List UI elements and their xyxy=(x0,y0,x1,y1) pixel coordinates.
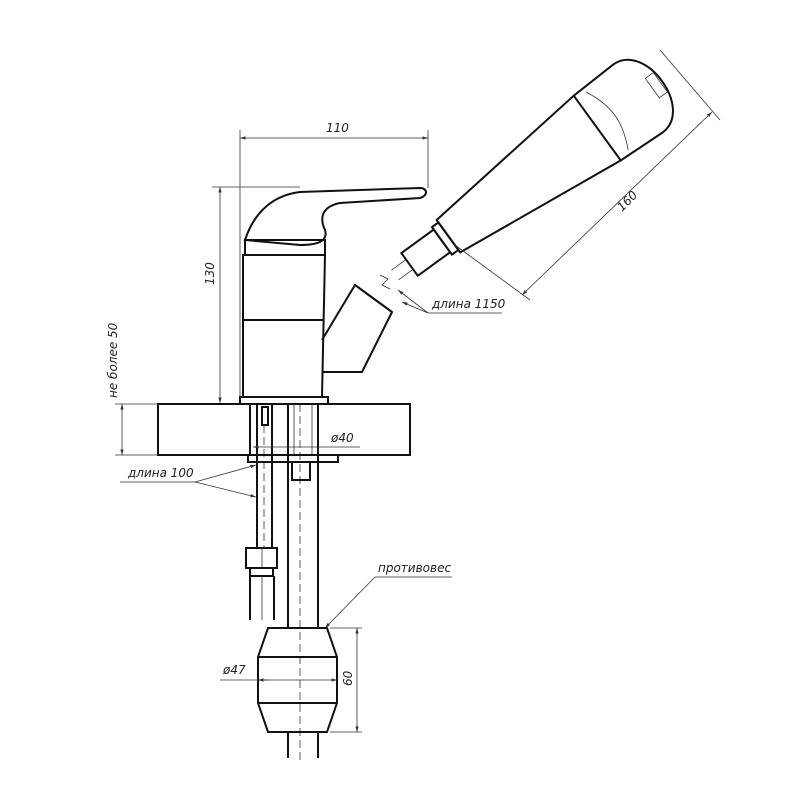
mounting-rod xyxy=(247,404,339,760)
dim-max-thickness-label: не более 50 xyxy=(106,322,120,398)
lever-handle xyxy=(243,186,427,247)
dim-110-label: 110 xyxy=(326,121,349,135)
dimension-thickness: не более 50 xyxy=(106,322,158,456)
callout-counterweight: противовес xyxy=(324,561,452,629)
dimension-hole: ø40 xyxy=(253,431,360,449)
hose-1150-label: длина 1150 xyxy=(431,297,506,311)
dim-47-label: ø47 xyxy=(222,663,246,677)
dim-60-label: 60 xyxy=(341,670,355,686)
side-outlet xyxy=(321,283,394,373)
dimension-width: 110 xyxy=(239,121,429,397)
mixer-body xyxy=(239,186,427,405)
dimension-weight-height: 60 xyxy=(330,627,362,733)
dimension-shower: 160 xyxy=(454,49,721,301)
callout-supply-hose: длина 100 xyxy=(120,464,257,498)
counterweight-label: противовес xyxy=(378,561,451,575)
hose-100-label: длина 100 xyxy=(127,466,194,480)
dimension-weight-diameter: ø47 xyxy=(220,663,337,682)
dimension-height: 130 xyxy=(203,186,300,403)
dim-40-label: ø40 xyxy=(330,431,354,445)
counterweight xyxy=(257,627,338,733)
dim-130-label: 130 xyxy=(203,262,217,285)
callout-shower-hose: длина 1150 xyxy=(397,289,506,314)
pull-out-shower xyxy=(391,58,674,281)
supply-hose xyxy=(245,404,278,620)
dim-160-label: 160 xyxy=(614,188,640,214)
